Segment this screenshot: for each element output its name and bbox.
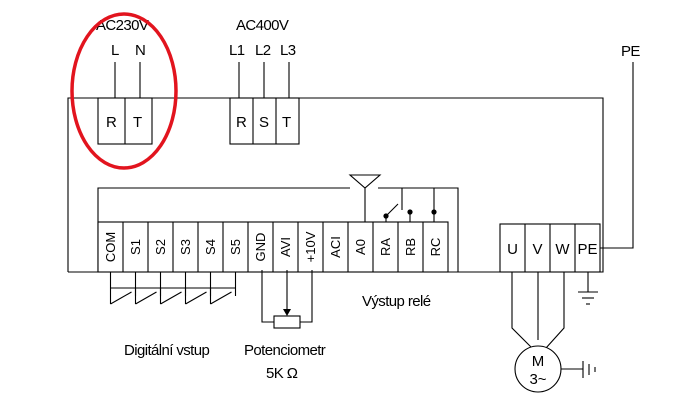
control-terminal-label: +10V [303, 231, 318, 262]
motor-label-phase: 3~ [529, 371, 546, 388]
control-terminal-label: RA [378, 238, 393, 256]
pot-wire-10v [300, 270, 313, 323]
switch-blade [160, 291, 182, 305]
output-terminal-label: W [555, 241, 570, 258]
pe-wire [600, 62, 634, 249]
control-terminal-label: S3 [178, 239, 193, 255]
potentiometer-value: 5K Ω [266, 365, 298, 382]
control-terminal-label: AVI [278, 237, 293, 257]
relay-contact-rb [407, 209, 413, 215]
control-terminal-label: S2 [153, 239, 168, 255]
control-terminal-label: COM [103, 232, 118, 262]
control-terminal-label: S4 [203, 239, 218, 255]
line-l-label: L [111, 42, 119, 59]
relay-frame [401, 187, 435, 212]
terminal-r-400: R [236, 114, 247, 131]
switch-blade [135, 291, 157, 305]
terminal-t-400: T [282, 114, 291, 131]
pot-wire-gnd [261, 270, 274, 323]
ac400v-title: AC400V [236, 17, 289, 34]
line-l3-label: L3 [280, 42, 296, 59]
terminal-s-400: S [259, 114, 269, 131]
terminal-t-230: T [133, 114, 142, 131]
ac230v-title: AC230V [96, 17, 149, 34]
digital-input-switches [109, 272, 237, 305]
potentiometer [261, 270, 313, 329]
output-terminal-label: V [532, 241, 542, 258]
line-l2-label: L2 [255, 42, 271, 59]
control-terminal-label: RC [428, 238, 443, 257]
antenna-icon [348, 174, 382, 189]
switch-blade [110, 291, 132, 305]
potentiometer-label: Potenciometr [244, 342, 326, 359]
control-terminal-strip: COM S1 S2 S3 S4 S5 GND AVI +10V ACI A0 RA RB RC [97, 221, 449, 273]
motor-wire-u [511, 272, 533, 349]
line-n-label: N [135, 42, 145, 59]
output-terminal-label: PE [577, 241, 597, 258]
control-terminal-label: A0 [353, 239, 368, 255]
control-terminal-label: ACI [328, 236, 343, 258]
pot-wiper-arrow [283, 309, 291, 316]
control-terminal-label: GND [253, 233, 268, 262]
highlight-circle [70, 12, 178, 170]
control-terminal-label: S1 [128, 239, 143, 255]
output-terminal-label: U [507, 241, 518, 258]
relay-output-label: Výstup relé [362, 293, 431, 310]
switch-blade [210, 291, 232, 305]
motor-wire-w [545, 272, 565, 349]
motor-label-m: M [532, 353, 545, 370]
control-terminal-label: RB [403, 238, 418, 256]
terminal-r-230: R [106, 114, 117, 131]
switch-blade [185, 291, 207, 305]
digital-input-label: Digitální vstup [124, 342, 209, 359]
control-terminal-label: S5 [228, 239, 243, 255]
line-l1-label: L1 [229, 42, 245, 59]
relay-contact-ra [383, 213, 389, 219]
terminal-block-400 [229, 97, 300, 145]
pe-label: PE [621, 43, 640, 60]
pot-resistor [273, 315, 301, 329]
relay-switch-arm [385, 203, 399, 217]
